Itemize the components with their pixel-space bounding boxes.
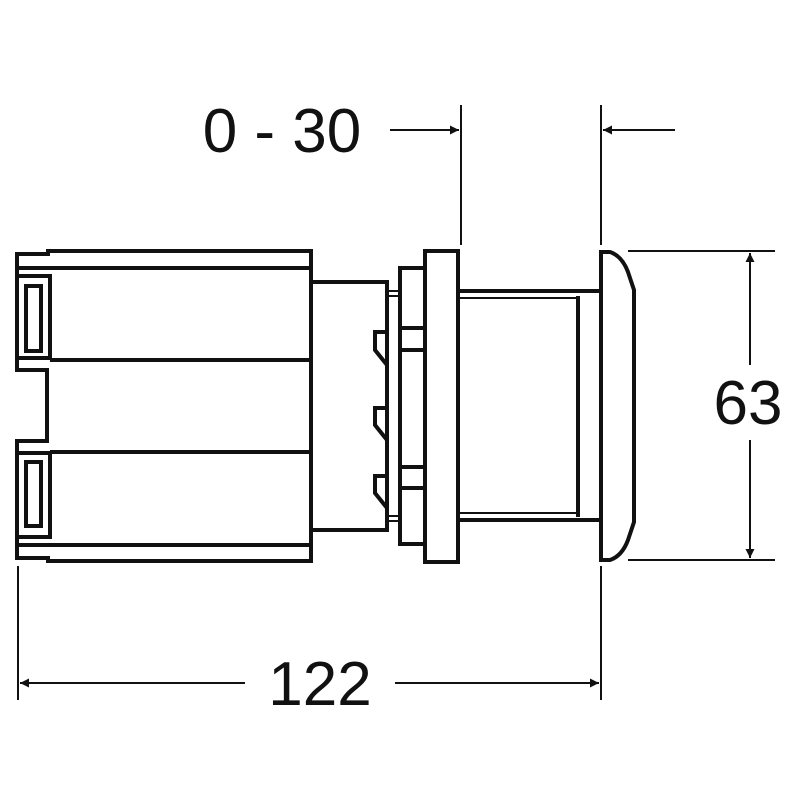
dimension-label-length: 122	[268, 650, 371, 719]
lower-clip	[15, 451, 52, 539]
dimension-label-adjustment: 0 - 30	[203, 97, 362, 166]
button-body	[458, 250, 636, 562]
dimension-label-height: 63	[714, 369, 783, 438]
rear-housing	[15, 249, 313, 563]
flange	[398, 249, 460, 564]
push-button-cap	[599, 250, 636, 562]
lower-clip-slot	[24, 460, 43, 528]
dimension-length: 122	[17, 566, 602, 719]
neck	[311, 280, 400, 532]
upper-clip-slot	[24, 284, 43, 353]
dimension-adjustment-range: 0 - 30	[203, 97, 675, 245]
upper-clip	[15, 274, 52, 360]
dimension-height: 63	[628, 250, 783, 561]
